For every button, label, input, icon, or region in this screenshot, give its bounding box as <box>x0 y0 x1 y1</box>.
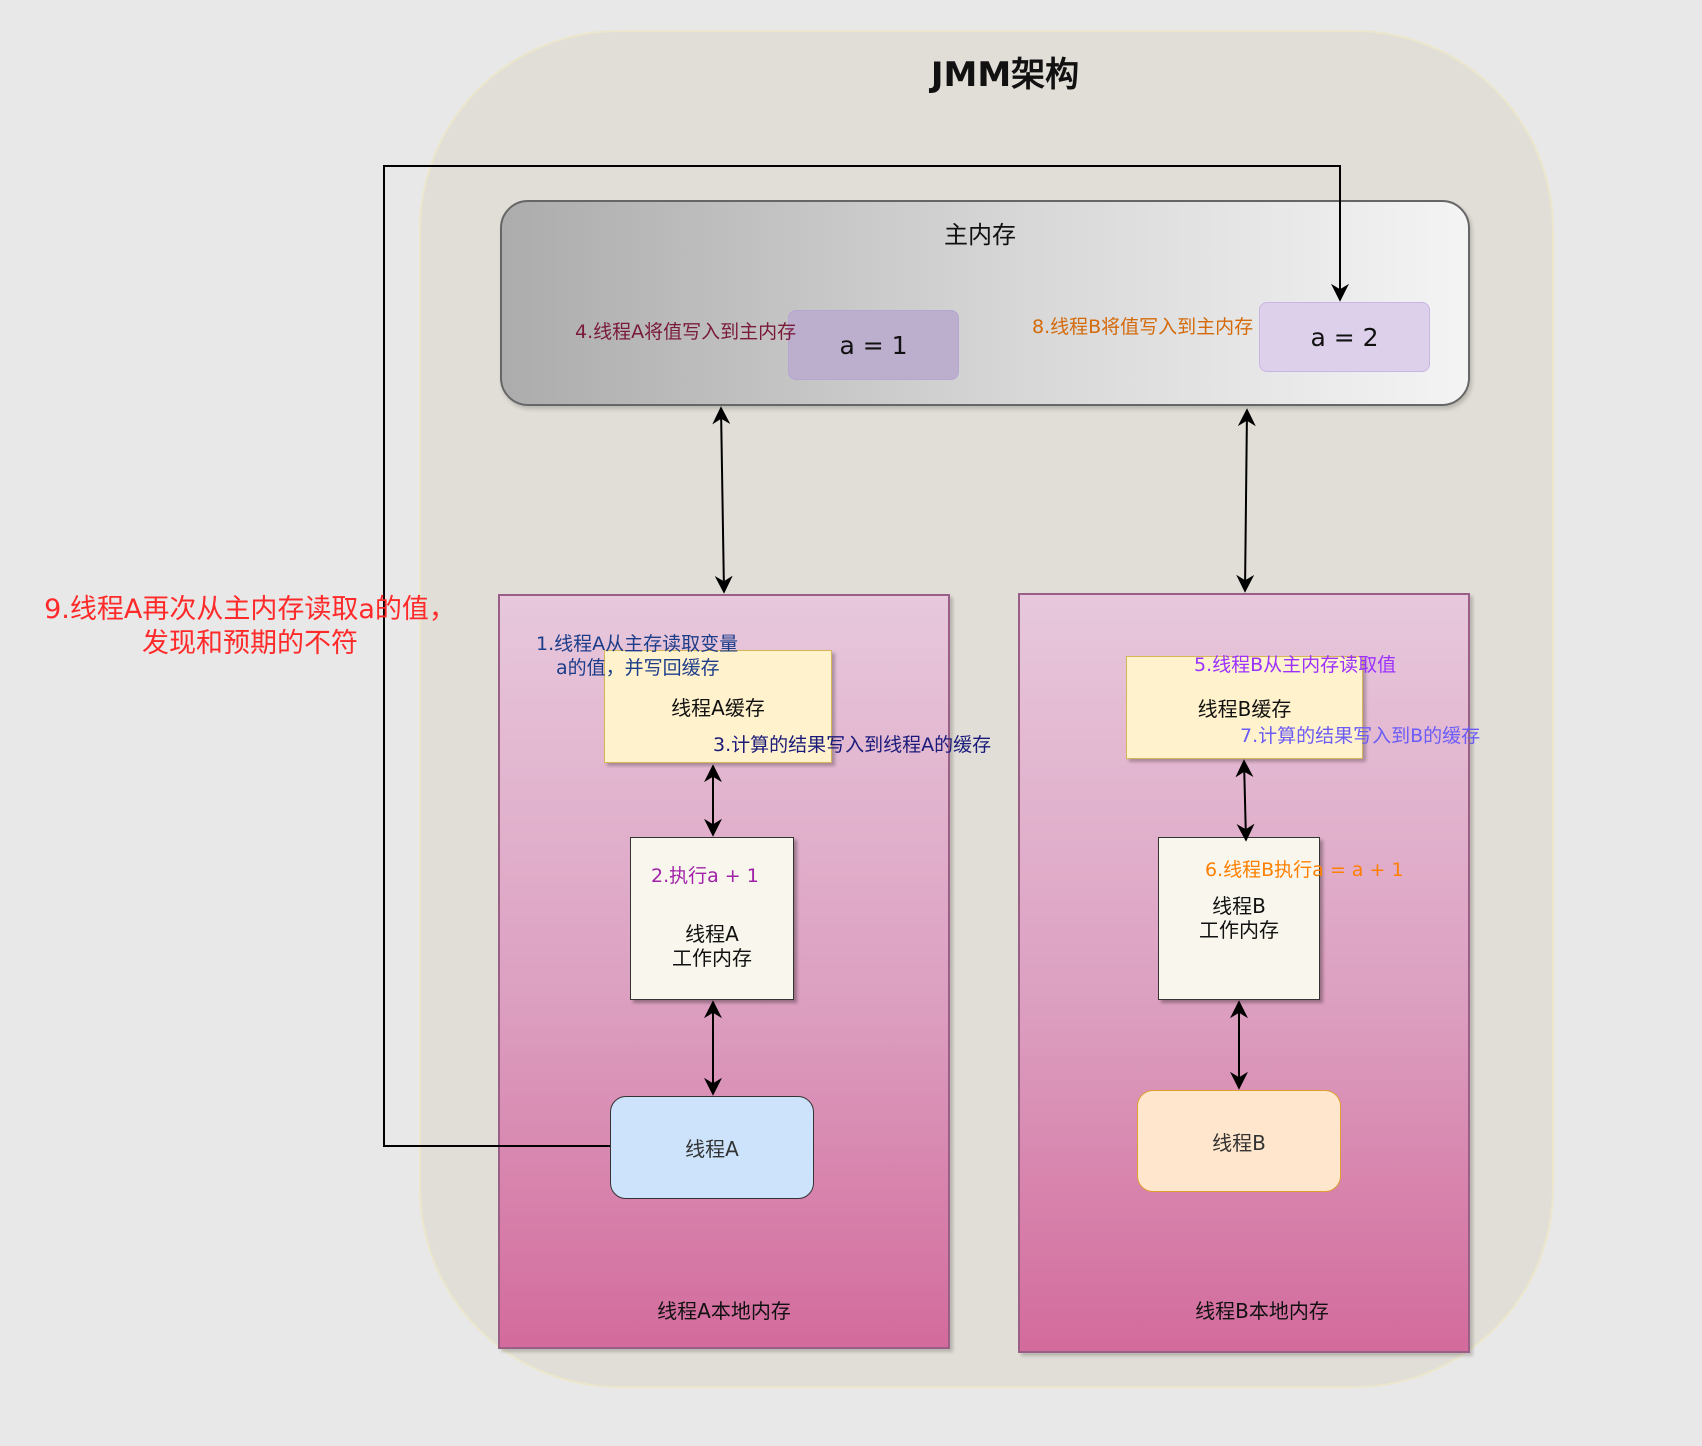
annotation-step-5: 5.线程B从主内存读取值 <box>1194 654 1397 676</box>
thread-a-local-memory-label: 线程A本地内存 <box>657 1299 791 1323</box>
variable-a-2: a = 2 <box>1259 302 1430 372</box>
main-memory-label: 主内存 <box>944 221 1016 249</box>
thread-b-local-memory-label: 线程B本地内存 <box>1195 1299 1329 1323</box>
annotation-step-1-line1: 1.线程A从主存读取变量 <box>536 633 739 655</box>
annotation-step-2: 2.执行a + 1 <box>651 865 759 887</box>
thread-a-working-memory-line1: 线程A <box>685 922 739 946</box>
annotation-step-6: 6.线程B执行a = a + 1 <box>1205 859 1404 881</box>
annotation-step-8: 8.线程B将值写入到主内存 <box>1032 316 1254 338</box>
annotation-step-9-line1: 9.线程A再次从主内存读取a的值， <box>44 594 456 625</box>
thread-b-node: 线程B <box>1137 1090 1341 1192</box>
annotation-step-1: 1.线程A从主存读取变量 a的值，并写回缓存 <box>536 632 738 680</box>
thread-a-working-memory: 线程A 工作内存 <box>630 837 794 1000</box>
annotation-step-3: 3.计算的结果写入到线程A的缓存 <box>713 734 992 756</box>
annotation-step-7: 7.计算的结果写入到B的缓存 <box>1240 725 1481 747</box>
annotation-step-9: 9.线程A再次从主内存读取a的值， 发现和预期的不符 <box>20 593 480 661</box>
variable-a-1: a = 1 <box>788 310 959 380</box>
thread-b-working-memory-line2: 工作内存 <box>1199 918 1279 942</box>
annotation-step-4: 4.线程A将值写入到主内存 <box>575 321 797 343</box>
annotation-step-9-line2: 发现和预期的不符 <box>142 628 358 659</box>
thread-a-node: 线程A <box>610 1096 814 1199</box>
annotation-step-1-line2: a的值，并写回缓存 <box>556 657 720 679</box>
thread-a-working-memory-line2: 工作内存 <box>672 946 752 970</box>
thread-b-working-memory-line1: 线程B <box>1212 894 1266 918</box>
diagram-title: JMM架构 <box>930 55 1080 95</box>
